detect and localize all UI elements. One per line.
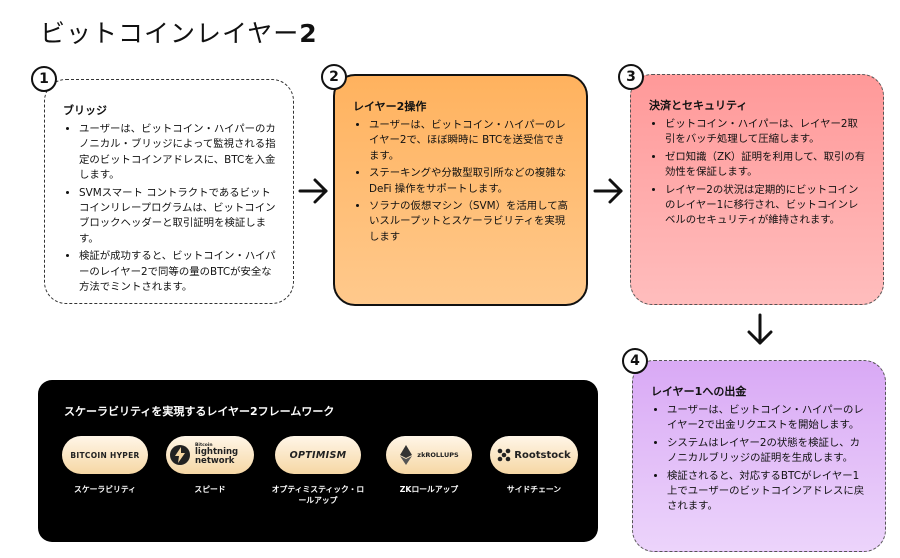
- step-2-number: 2: [321, 64, 347, 90]
- step-1-bullets: ユーザーは、ビットコイン・ハイパーのカノニカル・ブリッジによって監視される指定の…: [79, 122, 277, 295]
- rootstock-logo: Rootstock: [490, 436, 578, 474]
- rootstock-grid-icon: [497, 448, 511, 462]
- framework-caption: ZKロールアップ: [399, 485, 459, 494]
- framework-caption: スケーラビリティ: [74, 485, 136, 494]
- step-2-bullet: ソラナの仮想マシン（SVM）を活用して高いスループットとスケーラビリティを実現し…: [369, 199, 570, 245]
- lightning-bolt-icon: [170, 445, 190, 465]
- step-3-bullet: ビットコイン・ハイパーは、レイヤー2取引をバッチ処理して圧縮します。: [665, 117, 867, 148]
- step-3-bullet: レイヤー2の状況は定期的にビットコインのレイヤー1に移行され、ビットコインレベル…: [665, 183, 867, 229]
- step-3-heading: 決済とセキュリティ: [649, 99, 748, 112]
- step-3-box: 決済とセキュリティ ビットコイン・ハイパーは、レイヤー2取引をバッチ処理して圧縮…: [630, 74, 884, 305]
- step-4-bullet: ユーザーは、ビットコイン・ハイパーのレイヤー2で出金リクエストを開始します。: [667, 403, 869, 434]
- step-4-box: レイヤー1への出金 ユーザーは、ビットコイン・ハイパーのレイヤー2で出金リクエス…: [632, 360, 886, 552]
- step-1-box: ブリッジ ユーザーは、ビットコイン・ハイパーのカノニカル・ブリッジによって監視さ…: [44, 79, 294, 304]
- step-4-bullet: システムはレイヤー2の状態を検証し、カノニカルブリッジの証明を生成します。: [667, 436, 869, 467]
- step-3-number: 3: [618, 64, 644, 90]
- step-1-bullet: SVMスマート コントラクトであるビットコインリレープログラムは、ビットコインブ…: [79, 186, 277, 248]
- bitcoin-hyper-logo: BITCOIN HYPER: [62, 436, 148, 474]
- framework-title: スケーラビリティを実現するレイヤー2フレームワーク: [64, 405, 335, 418]
- step-2-box: レイヤー2操作 ユーザーは、ビットコイン・ハイパーのレイヤー2で、ほぼ瞬時に B…: [333, 74, 588, 306]
- step-2-bullets: ユーザーは、ビットコイン・ハイパーのレイヤー2で、ほぼ瞬時に BTCを送受信でき…: [369, 118, 570, 245]
- step-2-heading: レイヤー2操作: [353, 100, 427, 113]
- step-4-bullets: ユーザーは、ビットコイン・ハイパーのレイヤー2で出金リクエストを開始します。 シ…: [667, 403, 869, 515]
- framework-caption: オプティミスティック・ロールアップ: [271, 485, 365, 506]
- step-1-number: 1: [31, 66, 57, 92]
- arrow-right-icon: [298, 178, 328, 204]
- arrow-down-icon: [747, 313, 773, 345]
- step-1-heading: ブリッジ: [63, 104, 107, 117]
- lightning-network-logo: Bitcoin lightning network: [166, 436, 254, 474]
- step-4-number: 4: [622, 348, 648, 374]
- step-4-bullet: 検証されると、対応するBTCがレイヤー1上でユーザーのビットコインアドレスに戻さ…: [667, 469, 869, 515]
- step-3-bullet: ゼロ知識（ZK）証明を利用して、取引の有効性を保証します。: [665, 150, 867, 181]
- framework-panel: スケーラビリティを実現するレイヤー2フレームワーク BITCOIN HYPER …: [38, 380, 598, 542]
- step-2-bullet: ユーザーは、ビットコイン・ハイパーのレイヤー2で、ほぼ瞬時に BTCを送受信でき…: [369, 118, 570, 164]
- optimism-logo: OPTIMISM: [275, 436, 361, 474]
- step-3-bullets: ビットコイン・ハイパーは、レイヤー2取引をバッチ処理して圧縮します。 ゼロ知識（…: [665, 117, 867, 229]
- step-4-heading: レイヤー1への出金: [651, 385, 747, 398]
- ethereum-diamond-icon: [400, 445, 413, 465]
- framework-caption: サイドチェーン: [506, 485, 562, 494]
- page-title: ビットコインレイヤー2: [40, 19, 318, 48]
- zkrollups-logo: zkROLLUPS: [386, 436, 472, 474]
- step-1-bullet: 検証が成功すると、ビットコイン・ハイパーのレイヤー2で同等の量のBTCが安全な方…: [79, 249, 277, 295]
- step-1-bullet: ユーザーは、ビットコイン・ハイパーのカノニカル・ブリッジによって監視される指定の…: [79, 122, 277, 184]
- framework-caption: スピード: [194, 485, 226, 494]
- arrow-right-icon: [593, 178, 623, 204]
- step-2-bullet: ステーキングや分散型取引所などの複雑なDeFi 操作をサポートします。: [369, 166, 570, 197]
